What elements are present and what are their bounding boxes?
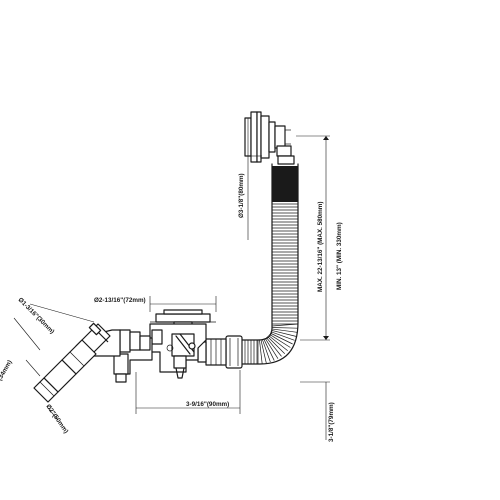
elbow-rib — [260, 339, 267, 364]
elbow-rib — [261, 339, 271, 363]
label-drain-to-overflow: 3-9/16"(90mm) — [186, 401, 229, 408]
label-tailpiece-length: Ø2"(50mm) — [44, 403, 69, 435]
flexible-overflow-hose — [239, 163, 299, 365]
elbow-rib — [265, 337, 282, 357]
label-tailpiece-height: 1-3/8"(34mm) — [0, 359, 14, 397]
elbow-rib — [269, 333, 291, 348]
elbow-rib — [269, 332, 293, 345]
elbow-rib — [271, 323, 299, 327]
label-overflow-plate-diameter: Ø3-1/8"(80mm) — [238, 173, 245, 218]
dimension-labels: Ø3-1/8"(80mm) MAX. 22-13/16" (MAX. 580mm… — [0, 173, 343, 442]
label-pipe-diameter: Ø1-3/16"(30mm) — [17, 296, 56, 335]
hose-corrugations — [272, 203, 298, 325]
label-min-height: MIN. 13" (MIN. 330mm) — [336, 222, 343, 290]
elbow-rib — [259, 339, 263, 364]
label-drain-outlet-diameter: Ø2-13/16"(72mm) — [94, 297, 146, 304]
label-drain-depth: 3-1/8"(79mm) — [328, 402, 335, 442]
elbow-rib — [270, 331, 295, 341]
dimension-lines — [13, 118, 330, 440]
elbow-rib — [271, 328, 298, 333]
overflow-connector — [197, 335, 243, 369]
elbow-rib — [271, 327, 298, 329]
tailpiece — [33, 339, 97, 403]
elbow-rib — [268, 335, 288, 352]
elbow-rib — [271, 329, 297, 337]
drain-body — [149, 309, 216, 379]
elbow-corrugations — [241, 323, 299, 364]
elbow-rib — [267, 336, 286, 354]
elbow-rib — [264, 337, 279, 359]
label-max-height: MAX. 22-13/16" (MAX. 580mm) — [317, 202, 324, 292]
elbow-rib — [263, 338, 275, 361]
